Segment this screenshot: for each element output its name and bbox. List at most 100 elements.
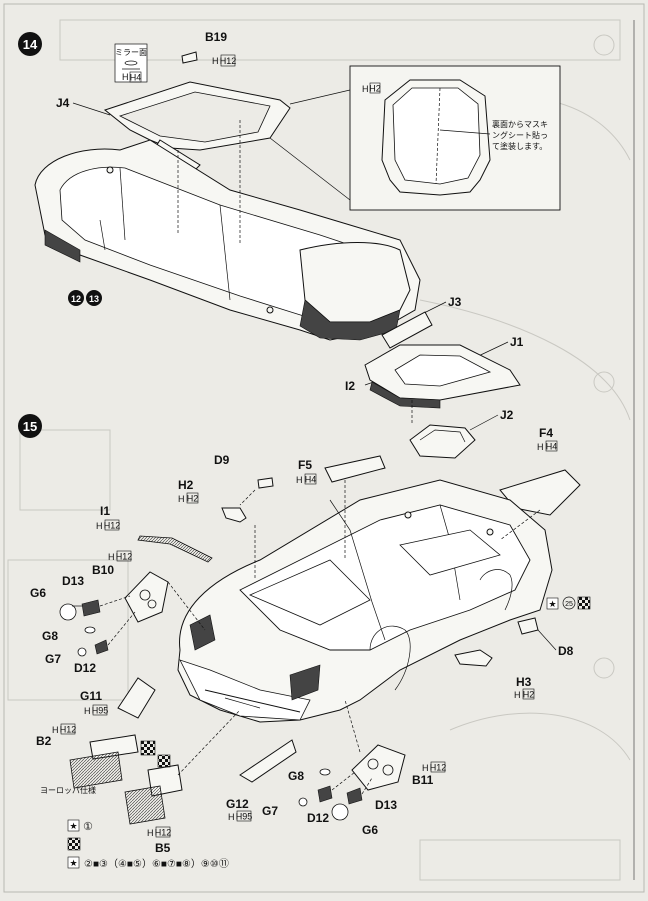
paint-code-h12-b5: H12 — [155, 828, 172, 838]
part-label-g12: G12 — [226, 797, 249, 811]
part-g6-lens — [59, 603, 77, 621]
part-label-d12: D12 — [74, 661, 96, 675]
part-label-g8b: G8 — [288, 769, 304, 783]
ref-step-12: 12 — [71, 294, 81, 304]
part-j3 — [381, 311, 433, 349]
part-h3-mirror — [454, 649, 493, 667]
part-label-b10: B10 — [92, 563, 114, 577]
masking-note-line3: て塗装します。 — [492, 141, 547, 151]
car-body-step15 — [177, 479, 553, 723]
step-14-badge — [18, 32, 42, 56]
svg-text:H: H — [178, 494, 185, 504]
part-d8 — [517, 617, 539, 635]
svg-text:H: H — [514, 690, 521, 700]
part-g7-lens — [77, 647, 87, 657]
decal-plate-front — [69, 751, 123, 789]
show-through-ghost — [7, 19, 631, 881]
part-label-g6: G6 — [30, 586, 46, 600]
part-label-i1: I1 — [100, 504, 110, 518]
paint-code-h2-h2: H2 — [187, 494, 199, 504]
svg-text:H: H — [122, 72, 129, 82]
paint-code-h4-f4: H4 — [546, 442, 558, 452]
part-label-b5: B5 — [155, 841, 171, 855]
step-15: 15 D9 H2 H H2 I1 H H12 F5 H H4 F4 H H4 — [18, 414, 591, 870]
svg-text:H: H — [108, 552, 115, 562]
part-label-h2: H2 — [178, 478, 194, 492]
engine-cover-group: J3 J1 I2 J2 — [345, 295, 524, 459]
part-label-f4: F4 — [539, 426, 553, 440]
part-b11-light — [351, 744, 406, 791]
ref-step-13: 13 — [89, 294, 99, 304]
mirror-paint-indicator: ミラー面 H H4 — [114, 43, 148, 83]
mirror-paint-note: ミラー面 — [115, 48, 147, 57]
part-j2 — [409, 424, 476, 459]
part-d9 — [257, 477, 274, 489]
part-label-d9: D9 — [214, 453, 230, 467]
part-label-b19: B19 — [205, 30, 227, 44]
svg-text:H: H — [422, 763, 429, 773]
part-b10-light — [124, 571, 169, 623]
part-g11-clear — [117, 677, 156, 719]
part-i1-wiper — [137, 535, 213, 563]
car-body-step14 — [34, 139, 421, 341]
part-label-d12b: D12 — [307, 811, 329, 825]
europe-spec-label: ヨーロッパ仕様 — [40, 785, 96, 795]
inset-detail-box: H H2 裏面からマスキ ングシート貼っ て塗装します。 — [349, 65, 561, 211]
part-d12-socket-right — [317, 785, 333, 803]
part-label-j4: J4 — [56, 96, 70, 110]
decal-plate-rear — [124, 785, 166, 825]
svg-text:H: H — [52, 725, 59, 735]
part-label-h3: H3 — [516, 675, 532, 689]
part-label-j1: J1 — [510, 335, 524, 349]
paint-code-h12-b11: H12 — [430, 763, 447, 773]
paint-code-h95-g11: H95 — [92, 706, 109, 716]
part-label-g7b: G7 — [262, 804, 278, 818]
svg-text:★: ★ — [69, 858, 77, 868]
svg-text:H: H — [228, 812, 235, 822]
svg-text:H: H — [537, 442, 544, 452]
part-label-g8: G8 — [42, 629, 58, 643]
step-15-number: 15 — [23, 419, 37, 434]
paint-code-h95-g12: H95 — [236, 812, 253, 822]
decal-number-25: 25 — [565, 601, 573, 608]
decal-sequence: ②■③（④■⑤）⑥■⑦■⑧）⑨⑩⑪ — [84, 858, 229, 870]
svg-text:H: H — [147, 828, 154, 838]
part-b19-mirror — [181, 51, 198, 64]
part-label-f5: F5 — [298, 458, 312, 472]
part-h2-mirror — [221, 507, 247, 523]
part-d12-socket — [94, 639, 109, 655]
part-f5-window — [324, 455, 386, 483]
step-15-badge — [18, 414, 42, 438]
decal-1-number: ① — [83, 821, 93, 833]
svg-text:H: H — [212, 56, 219, 66]
part-b2-plate — [89, 734, 139, 760]
part-label-d13b: D13 — [375, 798, 397, 812]
part-label-g11: G11 — [80, 689, 102, 703]
svg-text:★: ★ — [69, 821, 77, 831]
part-g8-lens-right — [319, 768, 331, 776]
step-14-number: 14 — [23, 37, 38, 52]
part-label-d8: D8 — [558, 644, 574, 658]
svg-text:H: H — [296, 475, 303, 485]
part-g12-clear — [239, 739, 297, 783]
decal-callout-1: ★ ① — [67, 819, 93, 851]
paint-code-h2-inset: H2 — [369, 84, 381, 94]
part-label-d13: D13 — [62, 574, 84, 588]
paint-code-h12-b19: H12 — [220, 56, 237, 66]
svg-text:H: H — [84, 706, 91, 716]
masking-note-line1: 裏面からマスキ — [492, 119, 548, 129]
step-14: 14 ミラー面 H H4 B19 H H12 J4 H H2 — [18, 30, 561, 341]
part-label-b2: B2 — [36, 734, 52, 748]
paint-code-h4-f5: H4 — [305, 475, 317, 485]
part-label-b11: B11 — [412, 773, 434, 787]
masking-note-line2: ングシート貼っ — [492, 130, 548, 140]
paint-code-h12-b10: H12 — [116, 552, 133, 562]
svg-text:H: H — [362, 84, 369, 94]
part-label-j2: J2 — [500, 408, 514, 422]
paint-code-h12-i1: H12 — [104, 521, 121, 531]
paint-code-h2-h3: H2 — [523, 690, 535, 700]
part-label-g6b: G6 — [362, 823, 378, 837]
part-label-j3: J3 — [448, 295, 462, 309]
decal-callout-sequence: ★ ②■③（④■⑤）⑥■⑦■⑧）⑨⑩⑪ — [67, 856, 229, 870]
